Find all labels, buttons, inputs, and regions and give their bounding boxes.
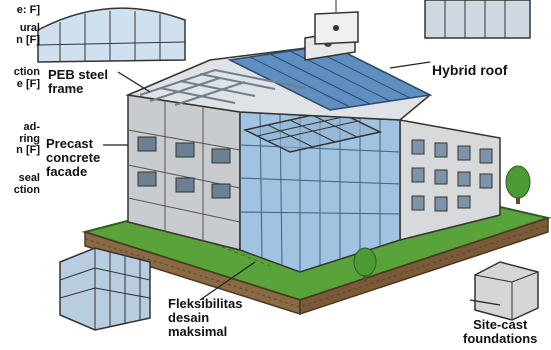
left-label-3: ction e [F] [13,66,40,90]
label-fleks-line2: desain [168,310,210,326]
inset-hybrid-roof-building [424,0,531,39]
label-fleks-line1: Fleksibilitas [168,296,243,311]
left-label-5: seal ction [13,172,40,196]
left-label-4: ad- ring n [F] [16,121,41,157]
glass-block [239,109,401,273]
inset-concrete-block [474,261,539,321]
left-label-3-line2: e [F] [16,77,40,90]
left-label-5-line2: ction [13,183,40,196]
label-hybrid-roof: Hybrid roof [432,62,508,78]
label-peb-line1: PEB steel [48,67,108,82]
label-site-cast-foundations: Site-cast foundations [463,317,538,347]
label-precast-concrete-facade: Precast concrete facade [46,136,101,180]
label-peb-line2: frame [48,81,84,97]
left-label-1-line1: e: F] [16,4,40,16]
label-fleksibilitas: Fleksibilitas desain maksimal [168,296,243,340]
left-label-4-line2: ring [19,132,40,145]
label-site-line1: Site-cast [473,317,528,332]
leader-lines [103,61,501,306]
precast-block [127,94,241,251]
label-site-line2: foundations [463,331,538,347]
inset-glass-canopy [37,7,186,63]
left-label-2-line1: ural [19,22,40,34]
left-label-4-line1: ad- [23,121,41,133]
tree-icon [353,247,377,282]
left-label-4-line3: n [F] [16,144,40,157]
label-precast-line1: Precast [46,136,93,151]
inset-rooftop-unit [314,0,359,45]
left-label-5-line1: seal [18,172,40,184]
left-label-3-line1: ction [13,66,40,78]
label-precast-line3: facade [46,164,88,180]
tree-icon [505,165,531,204]
left-label-2-line2: n [F] [16,33,40,46]
hybrid-roof [125,29,433,121]
left-label-2: ural n [F] [16,22,40,46]
label-precast-line2: concrete [46,150,101,166]
label-fleks-line3: maksimal [168,324,228,340]
left-label-1: e: F] [16,4,40,17]
label-peb-steel-frame: PEB steel frame [48,67,108,97]
inset-steel-frame-building [59,247,151,331]
